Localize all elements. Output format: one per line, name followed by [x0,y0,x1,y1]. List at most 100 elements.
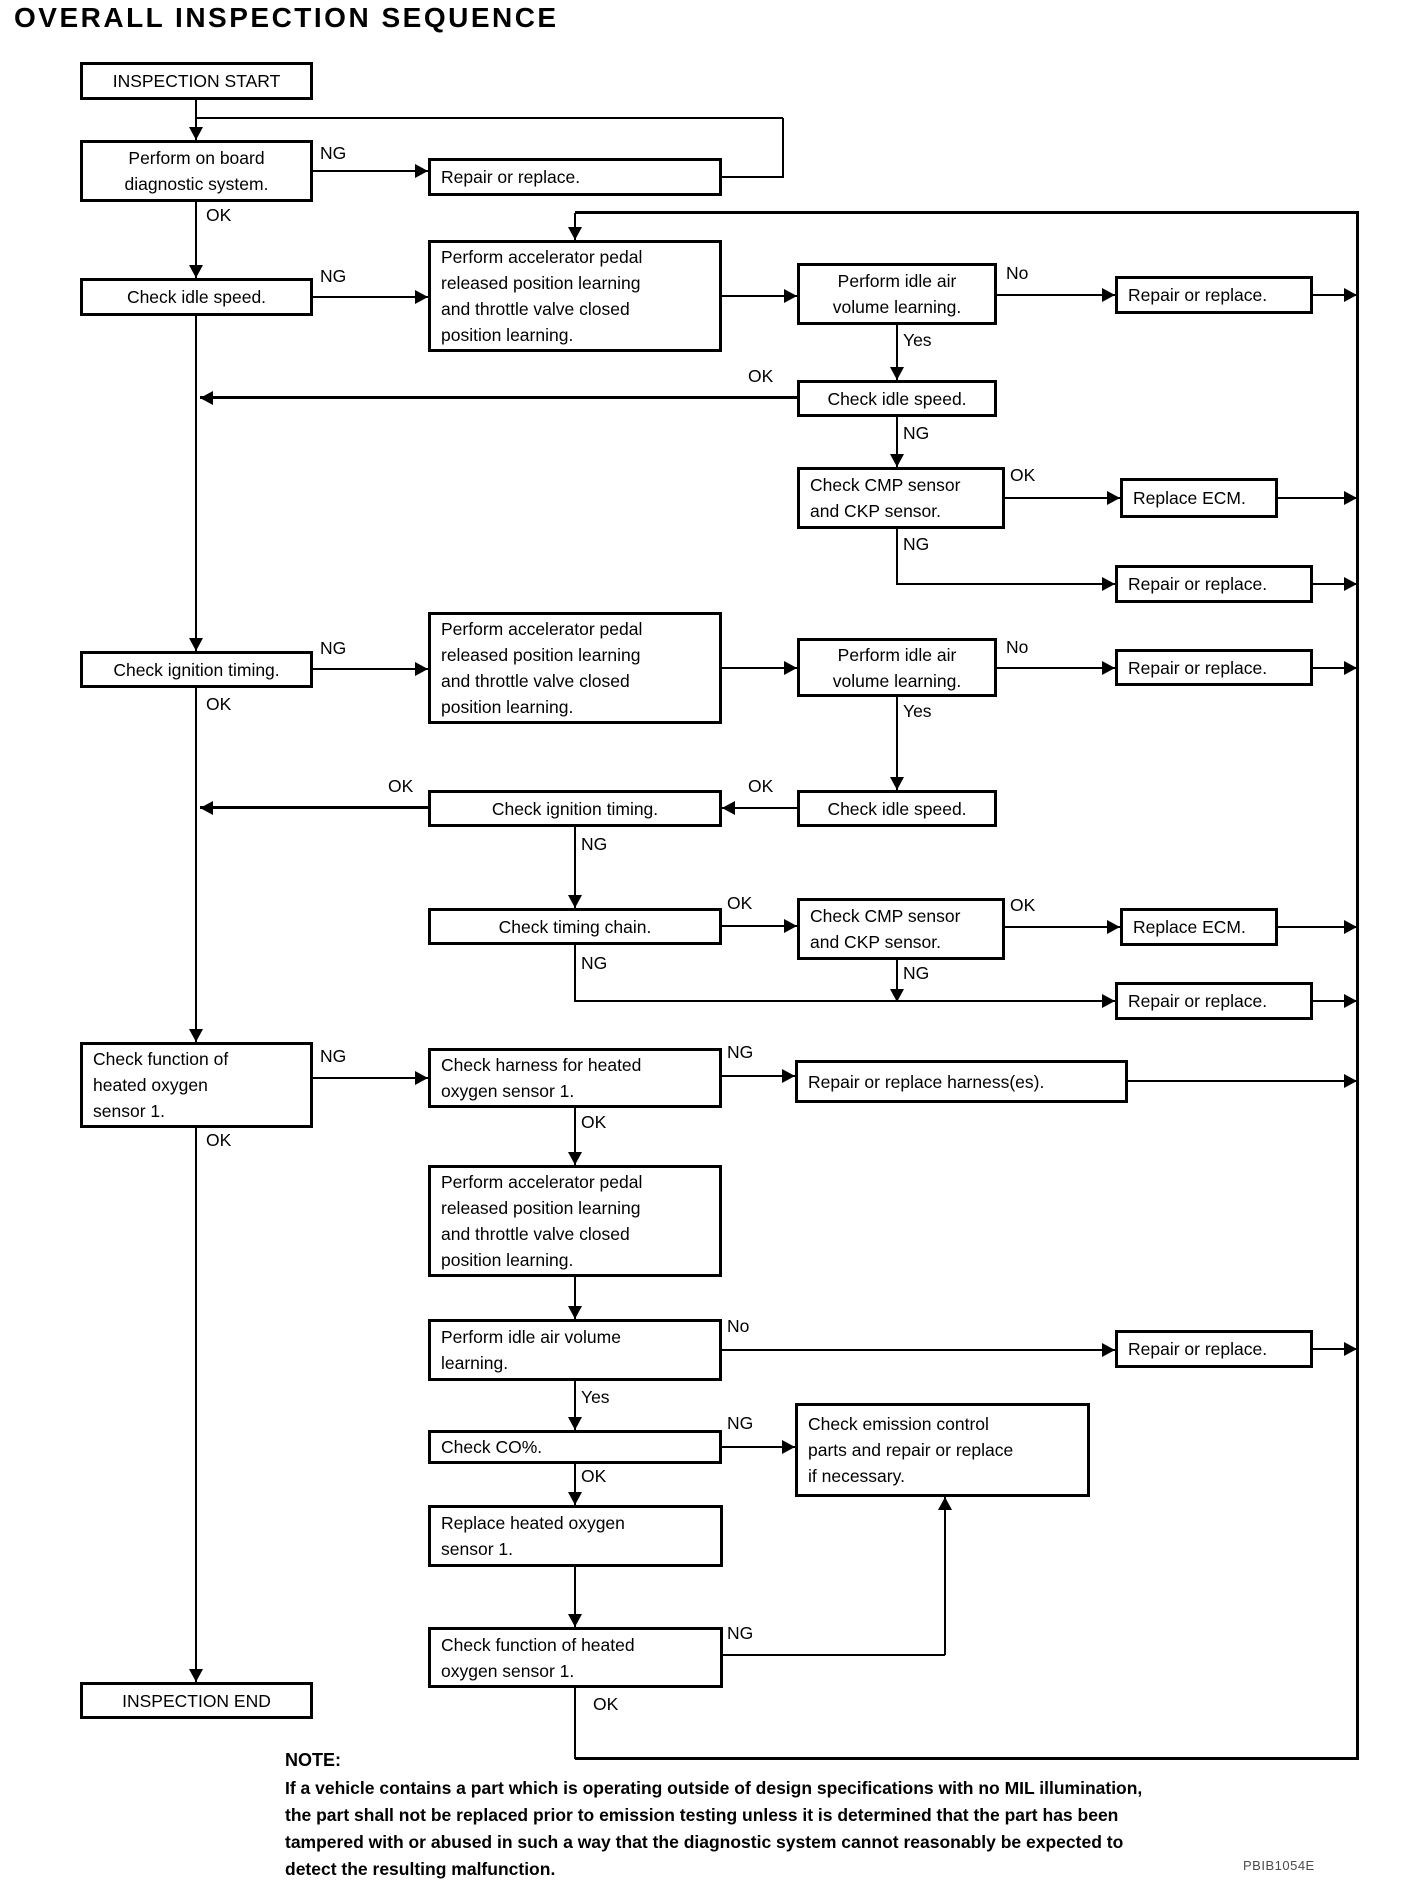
connector-line [1313,294,1357,296]
flow-node-text: Perform accelerator pedal [441,619,643,639]
flow-node-text: heated oxygen [93,1075,208,1095]
flow-node-text: position learning. [441,1250,574,1270]
arrowhead-right [1102,661,1115,675]
edge-label-ng: NG [581,834,608,854]
edge-label-ok: OK [388,776,414,796]
flow-node-text: position learning. [441,697,574,717]
flow-node-inspection-start: INSPECTION START [80,62,313,100]
note-line: tampered with or abused in such a way th… [285,1832,1124,1852]
connector-line [200,806,428,809]
note-block: NOTE: If a vehicle contains a part which… [285,1750,1395,1883]
note-line: detect the resulting malfunction. [285,1859,556,1879]
flow-node-text: Check ignition timing. [113,659,280,680]
flow-node-text: Perform on board [128,148,265,168]
connector-line [896,417,898,467]
flow-node-check-co-percent: Check CO%. [428,1430,722,1464]
connector-line [313,668,428,670]
flow-node-text: released position learning [441,645,641,665]
flow-node-repair-or-replace-5: Repair or replace. [1115,982,1313,1020]
connector-line [896,960,898,1002]
flow-node-check-idle-speed-2: Check idle speed. [797,380,997,417]
connector-line [1005,926,1120,928]
flow-node-text: Perform idle air [837,644,957,665]
arrowhead-down [568,1614,582,1627]
edge-label-ng: NG [903,423,930,443]
flow-node-text: INSPECTION START [112,71,281,91]
connector-line [574,1000,1115,1002]
flow-node-text: Check emission control [808,1414,989,1434]
arrowhead-left [200,801,213,815]
arrowhead-down [890,454,904,467]
note-line: If a vehicle contains a part which is op… [285,1778,1143,1798]
arrowhead-up [938,1497,952,1510]
flow-node-repair-or-replace-1: Repair or replace. [428,158,722,196]
arrowhead-right [782,1440,795,1454]
flow-node-text: and CKP sensor. [810,501,942,521]
flow-node-text: Repair or replace. [1128,574,1268,594]
flow-node-text: Check function of [93,1049,229,1069]
edge-label-ok: OK [206,694,232,714]
edge-label-ok: OK [748,366,774,386]
connector-line [195,1128,197,1682]
connector-line [896,583,1115,585]
flow-node-text: Replace ECM. [1133,488,1246,508]
edge-label-ng: NG [903,963,930,983]
flow-node-text: Perform idle air [837,271,957,291]
edge-label-ok: OK [581,1112,607,1132]
flow-node-accel-pedal-learning-1: Perform accelerator pedal released positi… [428,240,722,352]
connector-line [196,117,783,119]
connector-line [574,1277,576,1319]
edge-label-ng: NG [727,1413,754,1433]
connector-line [575,211,1359,214]
connector-line [574,1688,576,1759]
arrowhead-down [890,367,904,380]
connector-line [722,807,797,809]
arrowhead-right [782,1069,795,1083]
arrowhead-down [189,1029,203,1042]
flow-node-text: Perform accelerator pedal [441,247,643,267]
connector-line [574,945,576,1002]
arrowhead-right [415,290,428,304]
edge-label-ng: NG [727,1042,754,1062]
arrowhead-right [1107,491,1120,505]
edge-label-yes: Yes [903,330,932,350]
connector-line [1313,1348,1357,1350]
note-line: the part shall not be replaced prior to … [285,1805,1119,1825]
connector-line [195,688,197,1042]
flow-node-text: Check idle speed. [827,798,967,819]
connector-line [313,170,428,172]
connector-line [722,1075,795,1077]
flow-node-idle-air-volume-learning-2: Perform idle air volume learning. [797,638,997,697]
edge-label-ok: OK [206,1130,232,1150]
flow-node-text: Check CO%. [441,1437,543,1457]
arrowhead-right [415,1071,428,1085]
arrowhead-right [1344,994,1357,1008]
connector-line [1005,497,1120,499]
arrowhead-right [1344,288,1357,302]
arrowhead-left [200,391,213,405]
connector-line [896,697,898,790]
flow-node-text: volume learning. [832,670,962,691]
connector-line [574,1381,576,1430]
connector-line [723,1654,945,1656]
edge-label-ok: OK [1010,465,1036,485]
edge-label-ng: NG [320,1046,347,1066]
connector-line [574,1108,576,1165]
flow-node-check-ignition-timing-2: Check ignition timing. [428,790,722,827]
arrowhead-down [568,1152,582,1165]
flow-node-text: released position learning [441,273,641,293]
arrowhead-down [568,895,582,908]
connector-line [1128,1080,1357,1082]
connector-line [944,1497,946,1655]
arrowhead-down [189,638,203,651]
connector-line [782,118,784,178]
flow-node-replace-ecm-1: Replace ECM. [1120,478,1278,518]
figure-code: PBIB1054E [1243,1858,1315,1873]
flow-node-repair-or-replace-4: Repair or replace. [1115,649,1313,686]
arrowhead-right [784,919,797,933]
connector-line [574,1567,576,1627]
arrowhead-down [189,1669,203,1682]
